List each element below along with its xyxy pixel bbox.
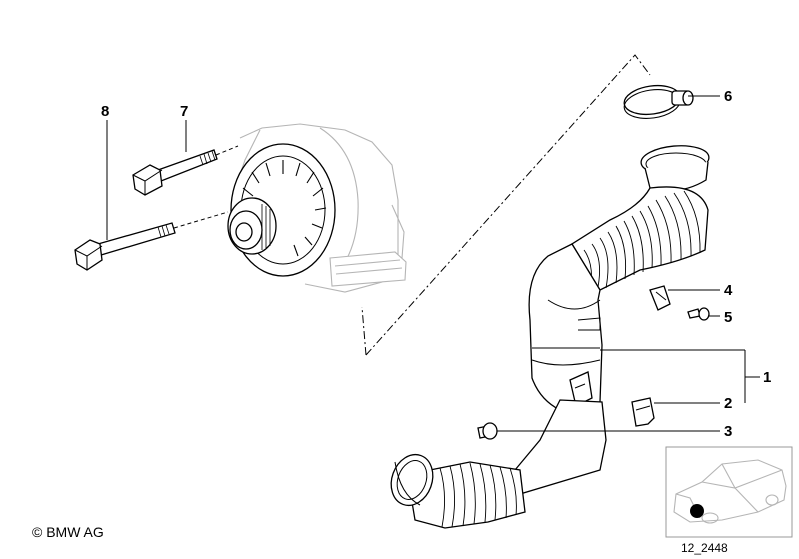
guide-line	[361, 54, 651, 356]
screw-5	[687, 307, 720, 321]
callout-7: 7	[180, 103, 188, 120]
callout-4: 4	[724, 282, 733, 299]
air-intake-hose-1	[390, 145, 710, 529]
car-location-icon	[673, 459, 787, 524]
alternator	[227, 123, 407, 293]
hose-clamp-6	[623, 84, 720, 119]
callout-5: 5	[724, 309, 732, 326]
car-location-inset	[665, 446, 793, 538]
bolt-7	[132, 145, 239, 196]
callout-1: 1	[763, 369, 771, 386]
bolt-8	[74, 211, 229, 271]
callout-3: 3	[724, 423, 732, 440]
diagram-code: 12_2448	[681, 541, 728, 555]
bracket-2	[631, 397, 720, 427]
callout-8: 8	[101, 103, 109, 120]
callout-2: 2	[724, 395, 732, 412]
leader-1	[600, 349, 760, 403]
callout-6: 6	[724, 88, 732, 105]
screw-3	[477, 422, 720, 440]
clip-nut-4	[649, 285, 720, 311]
copyright: © BMW AG	[32, 524, 104, 540]
